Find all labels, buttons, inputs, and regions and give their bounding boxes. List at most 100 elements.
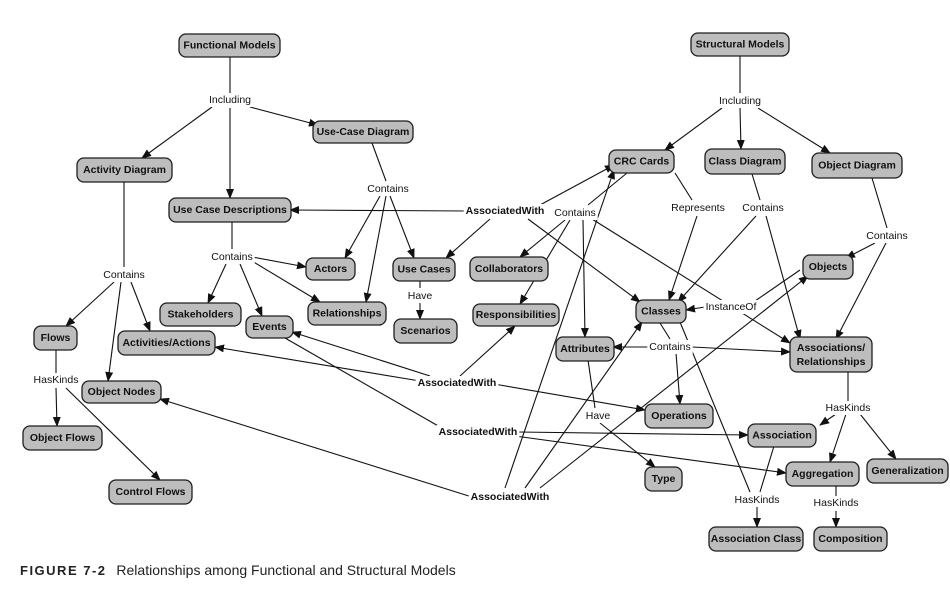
label-have-type: Have [586, 410, 611, 422]
node-activity-diagram: Activity Diagram [76, 157, 173, 183]
node-use-cases: Use Cases [392, 257, 456, 282]
label-haskinds-associations: HasKinds [826, 402, 871, 414]
edge-aw4-objectnodes [159, 397, 473, 498]
edge-have-type [599, 422, 656, 468]
edge-aw-usecases [445, 218, 491, 259]
node-generalization: Generalization [866, 458, 949, 484]
node-classes: Classes [635, 299, 687, 324]
edge-classdiagram-contains [751, 173, 761, 201]
label-backdrop [468, 490, 552, 504]
label-including-structural: Including [719, 95, 761, 107]
label-contains-classes: Contains [649, 341, 690, 353]
label-backdrop [209, 250, 255, 264]
edge-including-usecasediagram [249, 106, 319, 127]
node-relationships: Relationships [307, 301, 387, 326]
label-contains-classdiagram: Contains [742, 202, 783, 214]
svg-text:Relationships: Relationships [313, 308, 382, 320]
label-backdrop [206, 93, 254, 107]
label-haskinds-aggregation: HasKinds [814, 497, 859, 509]
label-backdrop [583, 409, 613, 423]
node-functional-models: Functional Models [178, 33, 281, 58]
svg-text:Association: Association [752, 430, 812, 442]
label-backdrop [647, 340, 693, 354]
label-backdrop [101, 268, 147, 282]
svg-text:Use-Case Diagram: Use-Case Diagram [317, 126, 410, 138]
edge-aw-descriptions [289, 206, 469, 215]
edge-contains-stakeholders [207, 263, 227, 304]
edge-contains-actors2 [251, 256, 307, 270]
edge-haskinds-aggregation [829, 413, 847, 463]
label-backdrop [864, 229, 910, 243]
svg-text:Relationships: Relationships [797, 356, 866, 368]
node-aggregation: Aggregation [785, 461, 860, 487]
node-activities-actions: Activities/Actions [117, 330, 216, 356]
edge-aw-crc [539, 164, 615, 206]
edge-aw2-responsibilities [459, 325, 516, 377]
edges [52, 56, 897, 528]
label-backdrop [436, 425, 520, 439]
edge-including-crc [664, 107, 723, 151]
edge-haskinds-objectflows [52, 387, 61, 427]
edge-contains-collaborators [519, 219, 566, 258]
label-have-scenarios: Have [408, 290, 433, 302]
svg-text:Use Case Descriptions: Use Case Descriptions [173, 204, 287, 216]
svg-text:Activities/Actions: Activities/Actions [122, 337, 210, 349]
svg-text:Attributes: Attributes [560, 343, 610, 355]
svg-text:Generalization: Generalization [871, 465, 943, 477]
svg-text:Activity Diagram: Activity Diagram [83, 164, 166, 176]
edge-aw4-objects [539, 275, 809, 489]
label-backdrop [669, 201, 727, 215]
node-structural-models: Structural Models [690, 32, 790, 57]
relation-labels: Including Contains Have Contains Contain… [31, 93, 910, 510]
edge-contains-relationships [363, 195, 387, 303]
node-flows: Flows [33, 325, 78, 351]
label-backdrop [365, 182, 411, 196]
node-class-diagram: Class Diagram [704, 148, 786, 175]
edge-contains-actors [344, 195, 381, 259]
edge-aw4-classes [524, 321, 643, 489]
edge-contains-relationships2 [251, 260, 321, 303]
node-scenarios: Scenarios [393, 318, 458, 344]
edge-contains-attributes [580, 219, 589, 338]
label-backdrop [415, 376, 499, 390]
node-object-nodes: Object Nodes [81, 380, 162, 404]
svg-text:Structural Models: Structural Models [696, 39, 785, 51]
label-associatedwith-mid: AssociatedWith [418, 377, 497, 389]
node-use-case-diagram: Use-Case Diagram [312, 120, 414, 144]
node-attributes: Attributes [555, 336, 615, 362]
label-backdrop [811, 496, 861, 510]
svg-text:Aggregation: Aggregation [792, 468, 854, 480]
svg-text:Objects: Objects [809, 261, 848, 273]
edge-haskinds-association [819, 413, 837, 426]
label-haskinds-association: HasKinds [735, 494, 780, 506]
node-stakeholders: Stakeholders [159, 302, 242, 327]
edge-aw3-events [284, 337, 441, 428]
label-represents: Represents [671, 202, 725, 214]
node-actors: Actors [305, 257, 356, 281]
edge-aw3-aggregation [514, 435, 787, 476]
relationship-diagram: Including Contains Have Contains Contain… [22, 32, 949, 552]
figure-title: Relationships among Functional and Struc… [116, 562, 456, 578]
edge-contains-objectnodes [105, 281, 122, 382]
node-object-diagram: Object Diagram [811, 152, 903, 179]
node-responsibilities: Responsibilities [472, 303, 560, 327]
edge-contains-events [239, 263, 263, 317]
edge-ucd-contains [371, 142, 387, 182]
svg-text:Type: Type [652, 473, 676, 485]
label-associatedwith-top: AssociatedWith [466, 205, 545, 217]
edge-contains-assoc2 [765, 215, 802, 340]
svg-text:Flows: Flows [41, 332, 71, 344]
svg-text:Object Diagram: Object Diagram [818, 160, 896, 172]
edge-including-classdiagram [736, 107, 745, 150]
svg-text:Scenarios: Scenarios [400, 325, 450, 337]
label-haskinds-flows: HasKinds [34, 374, 79, 386]
svg-text:Control Flows: Control Flows [116, 486, 186, 498]
label-contains-activity: Contains [103, 269, 144, 281]
edge-contains-flows [65, 281, 115, 327]
node-association: Association [747, 423, 817, 448]
label-associatedwith-lower: AssociatedWith [439, 426, 518, 438]
label-backdrop [703, 300, 759, 314]
svg-text:Object Nodes: Object Nodes [88, 386, 156, 398]
label-instanceof: InstanceOf [706, 301, 757, 313]
